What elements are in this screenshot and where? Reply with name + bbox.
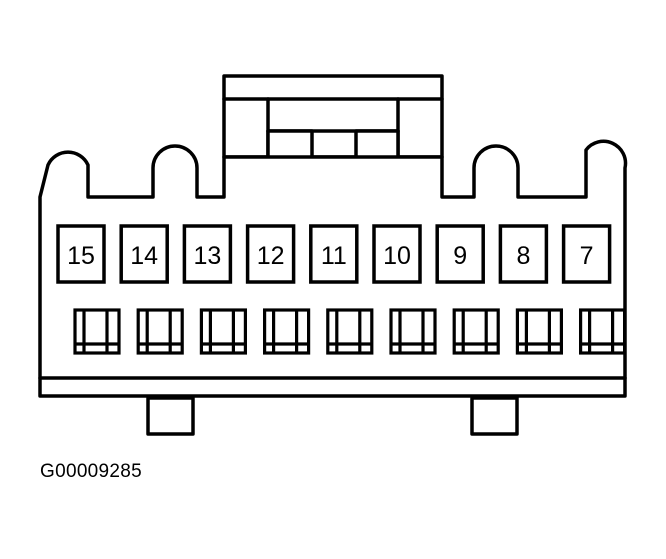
terminal-block — [389, 308, 437, 355]
pin-8: 8 — [498, 224, 564, 355]
mounting-tab-left — [146, 396, 195, 436]
figure-id-label: G00009285 — [40, 461, 143, 482]
pin-number: 8 — [516, 242, 530, 270]
pin-cavity — [309, 224, 359, 284]
pin-number: 10 — [383, 242, 411, 270]
pin-number: 11 — [321, 242, 347, 270]
terminal-block — [578, 308, 627, 355]
pin-cavity — [372, 224, 422, 284]
pin-cavity — [498, 224, 549, 284]
pin-14: 14 — [119, 224, 184, 355]
terminal-block — [199, 308, 247, 355]
pin-15: 15 — [56, 224, 121, 355]
pin-number: 13 — [193, 242, 221, 270]
pin-10: 10 — [372, 224, 437, 355]
terminal-block — [136, 308, 184, 355]
pin-13: 13 — [182, 224, 247, 355]
pin-cavity — [245, 224, 296, 284]
pin-cavity — [182, 224, 233, 284]
pin-number: 7 — [580, 242, 594, 270]
pin-number: 15 — [67, 242, 95, 270]
pin-cavity — [119, 224, 169, 284]
mounting-tab-right — [470, 396, 519, 436]
pin-11: 11 — [309, 224, 374, 355]
terminal-block — [515, 308, 564, 355]
terminal-block — [263, 308, 311, 355]
pin-7: 7 — [561, 224, 627, 355]
pin-cavity — [435, 224, 485, 284]
terminal-block — [326, 308, 374, 355]
pin-9: 9 — [435, 224, 500, 355]
pin-number: 14 — [130, 242, 158, 270]
pin-number: 9 — [453, 242, 467, 270]
pin-cavity — [56, 224, 106, 284]
pin-cavity — [561, 224, 612, 284]
terminal-block — [73, 308, 121, 355]
pin-12: 12 — [245, 224, 311, 355]
terminal-block — [452, 308, 500, 355]
pin-number: 12 — [257, 242, 285, 270]
